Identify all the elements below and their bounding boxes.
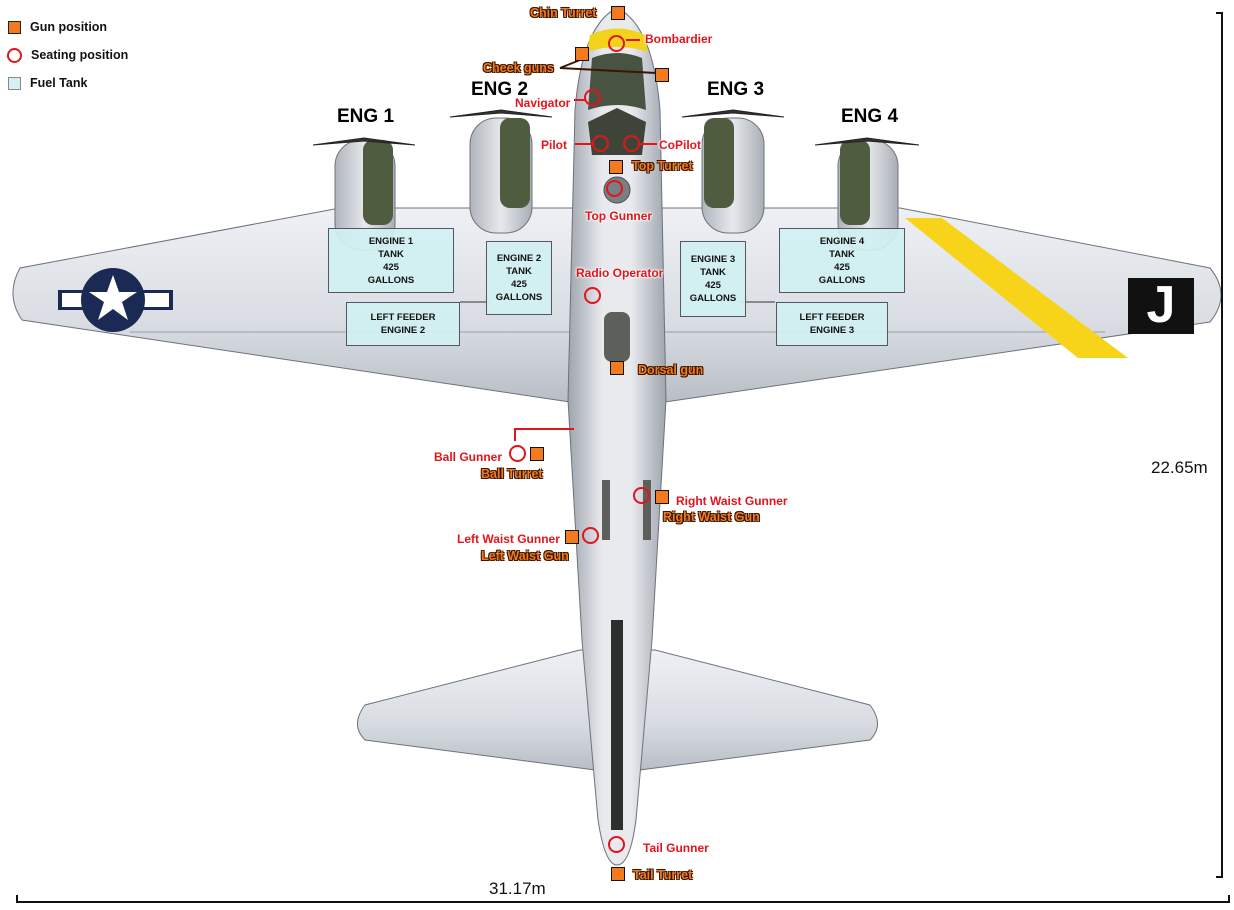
length-dimension-label: 22.65m [1151, 458, 1208, 477]
legend-fuel-label: Fuel Tank [30, 76, 88, 90]
navigator-seat [584, 89, 601, 106]
right-waist-gunner-label: Right Waist Gunner [676, 494, 788, 508]
fuel-tank-left-feeder-eng2: LEFT FEEDER ENGINE 2 [346, 302, 460, 346]
tail-turret-marker [611, 867, 625, 881]
ball-gunner-label: Ball Gunner [434, 450, 503, 464]
chin-turret-marker [611, 6, 625, 20]
pilot-seat [592, 135, 609, 152]
cheek-gun-right-marker [655, 68, 669, 82]
engine-4-label: ENG 4 [841, 106, 899, 127]
dimension-lines [16, 12, 1230, 903]
legend-gun-row: Gun position [8, 13, 128, 41]
tail-gunner-label: Tail Gunner [643, 841, 709, 855]
legend-seat-label: Seating position [31, 48, 129, 62]
engine-1-label: ENG 1 [337, 106, 395, 127]
left-waist-gun-label: Left Waist Gun [481, 549, 569, 563]
wing-stripe [905, 218, 1128, 358]
ball-turret-marker [530, 447, 544, 461]
copilot-seat [623, 135, 640, 152]
propellers [312, 109, 920, 146]
roundel-left [58, 268, 173, 332]
tail-letter-box [1128, 278, 1194, 334]
dorsal-gun-marker [610, 361, 624, 375]
fuel-tank-engine-3: ENGINE 3 TANK 425 GALLONS [680, 241, 746, 317]
left-waist-gunner-label: Left Waist Gunner [457, 532, 560, 546]
fuel-tank-engine-4: ENGINE 4 TANK 425 GALLONS [779, 228, 905, 293]
fuel-tank-engine-2: ENGINE 2 TANK 425 GALLONS [486, 241, 552, 315]
tail-turret-label: Tail Turret [633, 868, 693, 882]
legend-fuel-row: Fuel Tank [8, 69, 128, 97]
radio-operator-seat [584, 287, 601, 304]
wingspan-dimension-label: 31.17m [489, 879, 546, 898]
chin-turret-label: Chin Turret [530, 6, 597, 20]
navigator-label: Navigator [515, 96, 571, 110]
left-waist-gunner-seat [582, 527, 599, 544]
tail-gunner-seat [608, 836, 625, 853]
pilot-label: Pilot [541, 138, 567, 152]
top-gunner-seat [606, 180, 623, 197]
gun-square-icon [8, 20, 21, 34]
copilot-label: CoPilot [659, 138, 701, 152]
fuel-tank-left-feeder-eng3: LEFT FEEDER ENGINE 3 [776, 302, 888, 346]
seat-circle-icon [7, 47, 22, 63]
dorsal-gun-label: Dorsal gun [638, 363, 704, 377]
legend: Gun position Seating position Fuel Tank [7, 13, 129, 97]
bombardier-seat [608, 35, 625, 52]
tail-letter: J [1146, 276, 1176, 334]
left-waist-gun-marker [565, 530, 579, 544]
fuel-tank-engine-1: ENGINE 1 TANK 425 GALLONS [328, 228, 454, 293]
cheek-gun-left-marker [575, 47, 589, 61]
right-waist-gun-label: Right Waist Gun [663, 510, 760, 524]
ball-turret-label: Ball Turret [481, 467, 543, 481]
fuel-square-icon [8, 76, 21, 90]
cheek-guns-label: Cheek guns [483, 61, 554, 75]
engine-3-label: ENG 3 [707, 79, 765, 100]
engine-2-label: ENG 2 [471, 79, 529, 100]
top-turret-label: Top Turret [632, 159, 693, 173]
fuselage [567, 7, 667, 866]
bombardier-label: Bombardier [645, 32, 713, 46]
top-turret-marker [609, 160, 623, 174]
legend-gun-label: Gun position [30, 20, 108, 34]
radio-operator-label: Radio Operator [576, 266, 664, 280]
ball-gunner-seat [509, 445, 526, 462]
legend-seat-row: Seating position [7, 41, 129, 69]
right-waist-gunner-seat [633, 487, 650, 504]
right-waist-gun-marker [655, 490, 669, 504]
top-gunner-label: Top Gunner [585, 209, 653, 223]
